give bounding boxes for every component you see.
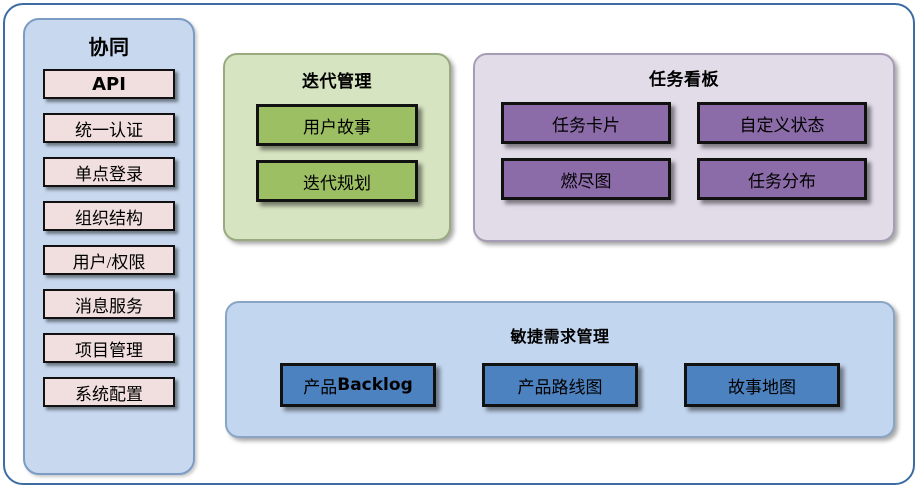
sidebar-item-message-service[interactable]: 消息服务	[43, 289, 175, 319]
agile-item-product-roadmap[interactable]: 产品路线图	[482, 363, 638, 407]
sidebar-item-org-structure[interactable]: 组织结构	[43, 201, 175, 231]
taskboard-item-custom-status[interactable]: 自定义状态	[697, 102, 867, 144]
panel-agile-requirement-management-title: 敏捷需求管理	[510, 327, 610, 346]
panel-task-board-title: 任务看板	[649, 70, 719, 90]
sidebar-item-api[interactable]: API	[43, 69, 175, 99]
taskboard-item-burndown-chart[interactable]: 燃尽图	[501, 158, 671, 200]
sidebar-item-user-permission[interactable]: 用户/权限	[43, 245, 175, 275]
taskboard-item-task-distribution[interactable]: 任务分布	[697, 158, 867, 200]
agile-item-story-map[interactable]: 故事地图	[684, 363, 840, 407]
task-board-item-grid: 任务卡片 自定义状态 燃尽图 任务分布	[475, 102, 893, 200]
iteration-item-user-story[interactable]: 用户故事	[256, 104, 418, 146]
agile-item-product-backlog-bold: Backlog	[337, 375, 413, 395]
sidebar-item-project-management[interactable]: 项目管理	[43, 333, 175, 363]
agile-item-product-backlog-prefix: 产品	[303, 377, 338, 397]
panel-iteration-management-title: 迭代管理	[302, 72, 372, 92]
iteration-item-iteration-planning[interactable]: 迭代规划	[256, 160, 418, 202]
sidebar-item-unified-auth[interactable]: 统一认证	[43, 113, 175, 143]
collaboration-item-list: API 统一认证 单点登录 组织结构 用户/权限 消息服务 项目管理 系统配置	[25, 69, 193, 407]
panel-collaboration: 协同 API 统一认证 单点登录 组织结构 用户/权限 消息服务 项目管理 系统…	[23, 18, 195, 475]
sidebar-item-system-config[interactable]: 系统配置	[43, 377, 175, 407]
panel-iteration-management: 迭代管理 用户故事 迭代规划	[223, 53, 451, 241]
panel-collaboration-title: 协同	[88, 35, 130, 59]
panel-task-board: 任务看板 任务卡片 自定义状态 燃尽图 任务分布	[473, 53, 895, 242]
taskboard-item-task-card[interactable]: 任务卡片	[501, 102, 671, 144]
sidebar-item-single-sign-on[interactable]: 单点登录	[43, 157, 175, 187]
diagram-outer-frame: 协同 API 统一认证 单点登录 组织结构 用户/权限 消息服务 项目管理 系统…	[3, 3, 915, 485]
